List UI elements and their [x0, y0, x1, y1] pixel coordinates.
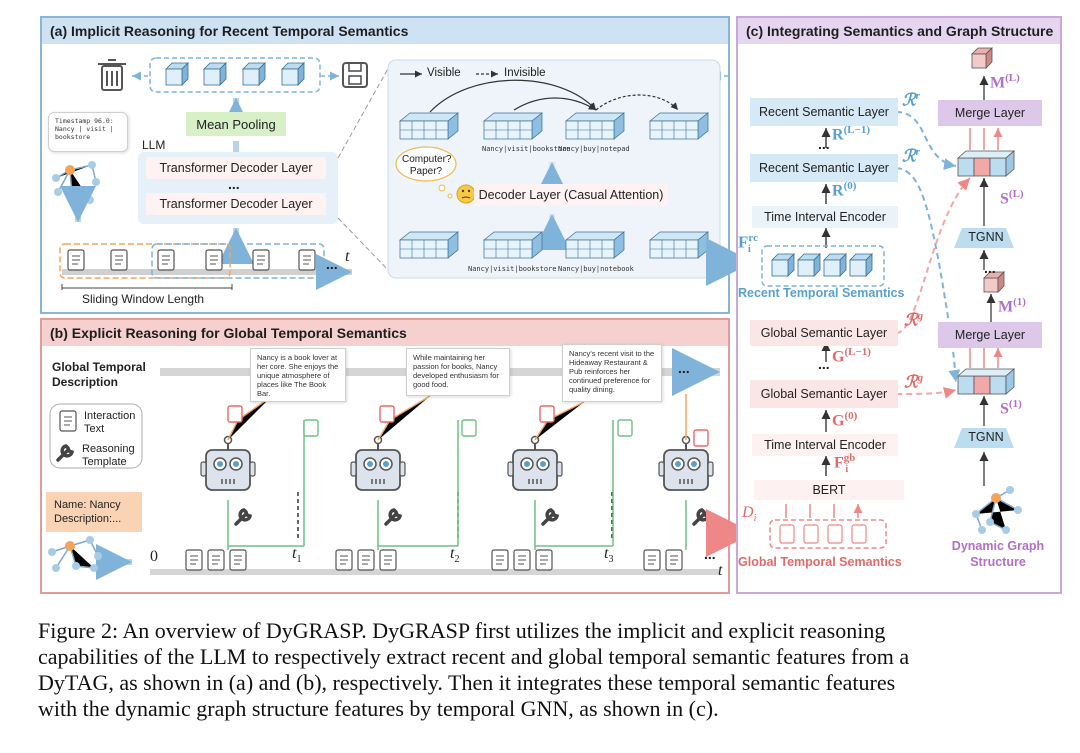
merged-feature-cube: [956, 368, 1016, 395]
f-rc-label: Frci: [738, 232, 758, 256]
legend-visible: Visible: [427, 67, 461, 79]
token-label: Nancy|buy|notebook: [558, 265, 634, 273]
time-3-label: t3: [604, 545, 614, 566]
name-description-box: Name: Nancy Description:...: [46, 492, 142, 532]
dots-label: ...: [818, 136, 830, 152]
dynamic-graph-label: Dynamic Graph Structure: [951, 539, 1045, 569]
tgnn-top: TGNN: [968, 230, 1004, 244]
decoder-layer-bottom: Transformer Decoder Layer: [146, 193, 326, 215]
s-l-label: S(L): [1000, 188, 1024, 208]
legend-invisible: Invisible: [504, 67, 546, 79]
recent-semantic-layer-top: Recent Semantic Layer: [750, 98, 898, 126]
m-1-label: M(1): [998, 296, 1026, 316]
trash-icon: [98, 59, 126, 91]
time-axis-label: t: [345, 248, 350, 265]
legend-reasoning: Reasoning Template: [82, 443, 135, 468]
token-label: Nancy|visit|bookstore: [482, 145, 571, 153]
timeline-dots: ...: [326, 256, 338, 272]
decoder-causal-box: Decoder Layer (Casual Attention): [474, 184, 668, 206]
mean-pooling-box: Mean Pooling: [186, 112, 286, 136]
m-l-label: M(L): [990, 72, 1020, 92]
dots-label: ...: [984, 260, 996, 276]
time-end-label: t: [718, 562, 723, 579]
legend-interaction: Interaction Text: [84, 410, 136, 435]
global-semantic-layer-bottom: Global Semantic Layer: [750, 380, 898, 408]
time-interval-encoder-global: Time Interval Encoder: [752, 434, 898, 456]
bert-box: BERT: [754, 480, 904, 500]
decoder-dots: ...: [228, 176, 240, 192]
panel-a-title: (a) Implicit Reasoning for Recent Tempor…: [42, 18, 728, 44]
g-symbol: ℛg: [904, 372, 924, 392]
time-1-label: t1: [292, 545, 302, 566]
caption-line: with the dynamic graph structure feature…: [38, 696, 719, 721]
r-symbol: ℛr: [902, 146, 920, 166]
description-note: Nancy's recent visit to the Hideaway Res…: [562, 344, 662, 402]
dots-label: ...: [678, 360, 690, 376]
r-0-label: R(0): [832, 180, 857, 200]
question-bubble: Computer? Paper?: [402, 154, 452, 177]
time-interval-encoder-recent: Time Interval Encoder: [752, 206, 898, 228]
token-label: Nancy|buy|notepad: [558, 145, 630, 153]
description-note: Nancy is a book lover at her core. She e…: [250, 348, 346, 402]
recent-semantic-layer-bottom: Recent Semantic Layer: [750, 154, 898, 182]
graph-icon: [972, 486, 1022, 534]
g-0-label: G(0): [832, 410, 858, 430]
llm-label: LLM: [142, 138, 166, 152]
s-1-label: S(1): [1000, 398, 1022, 418]
merge-layer-bottom: Merge Layer: [938, 322, 1042, 348]
caption-line: Figure 2: An overview of DyGRASP. DyGRAS…: [38, 618, 886, 643]
caption-line: capabilities of the LLM to respectively …: [38, 644, 910, 669]
figure-caption: Figure 2: An overview of DyGRASP. DyGRAS…: [38, 618, 1048, 722]
decoder-layer-top: Transformer Decoder Layer: [146, 157, 326, 179]
graph-icon: [48, 536, 102, 572]
save-icon: [342, 62, 368, 88]
d-i-label: Di: [742, 504, 757, 525]
time-2-label: t2: [450, 545, 460, 566]
timestamp-note: Timestamp 96.0: Nancy | visit | bookstor…: [48, 112, 128, 152]
time-0-label: 0: [150, 548, 158, 565]
global-semantics-label: Global Temporal Semantics: [738, 555, 902, 569]
panel-c-title: (c) Integrating Semantics and Graph Stru…: [738, 18, 1060, 44]
timeline-dots: ...: [704, 546, 716, 562]
global-semantic-layer-top: Global Semantic Layer: [750, 320, 898, 346]
merged-feature-cube: [956, 150, 1016, 177]
token-label: Nancy|visit|bookstore: [468, 265, 557, 273]
f-gb-label: Fgbi: [834, 452, 856, 475]
dots-label: ...: [818, 356, 830, 372]
g-l-minus-1-label: G(L−1): [832, 346, 871, 366]
merge-layer-top: Merge Layer: [938, 100, 1042, 126]
caption-line: DyTAG, as shown in (a) and (b), respecti…: [38, 670, 896, 695]
r-l-minus-1-label: R(L−1): [832, 124, 870, 144]
sliding-window-label: Sliding Window Length: [82, 292, 205, 306]
tgnn-bottom: TGNN: [968, 430, 1004, 444]
panel-b-title: (b) Explicit Reasoning for Global Tempor…: [42, 320, 728, 346]
recent-semantics-label: Recent Temporal Semantics: [738, 286, 905, 300]
description-note: While maintaining her passion for books,…: [406, 348, 510, 396]
r-symbol: ℛr: [902, 90, 920, 110]
global-desc-label: Global Temporal Description: [52, 360, 146, 389]
g-symbol: ℛg: [904, 310, 924, 330]
